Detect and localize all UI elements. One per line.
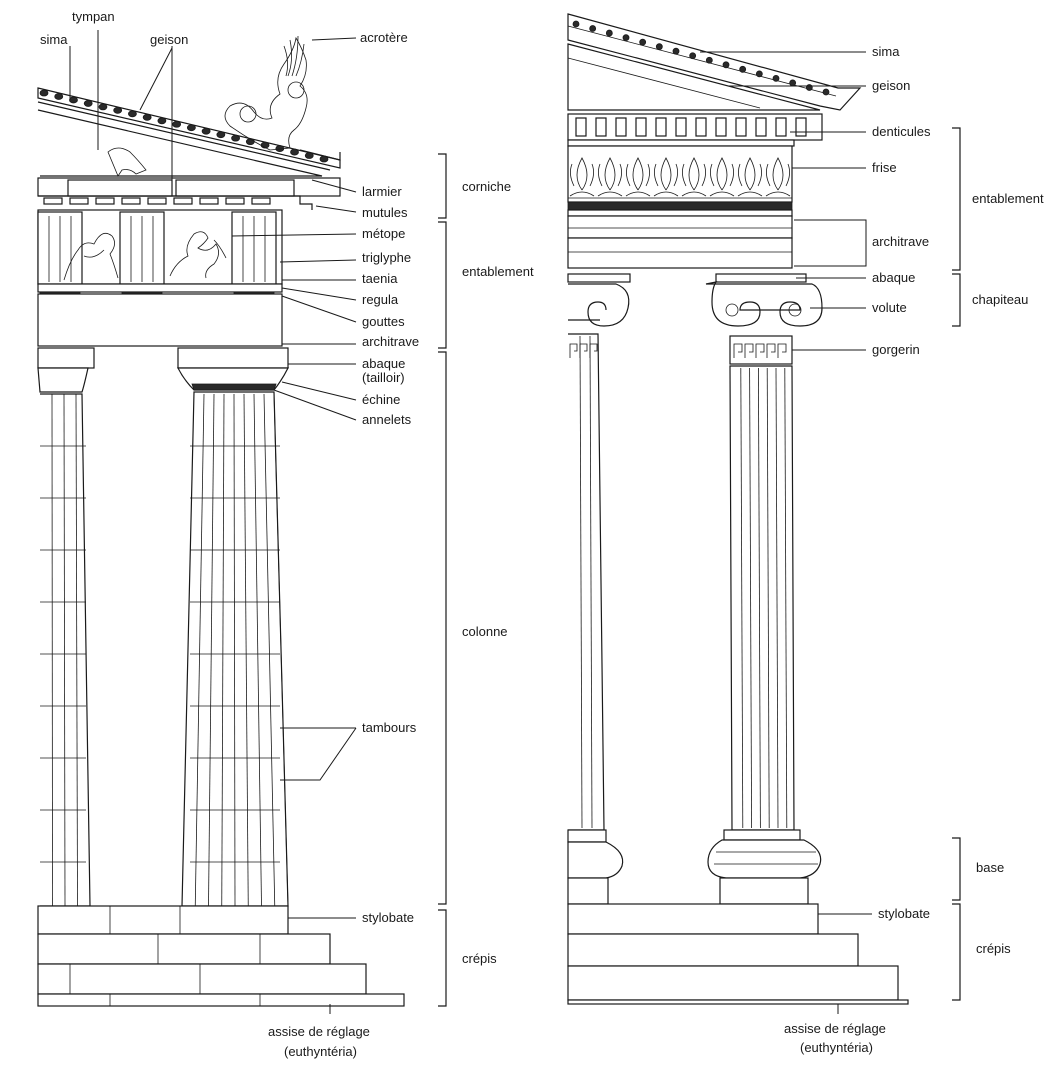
label-annelets: annelets xyxy=(362,412,412,427)
label-tympan: tympan xyxy=(72,9,115,24)
label-tailloir: (tailloir) xyxy=(362,370,405,385)
group-crepis-ionic: crépis xyxy=(976,941,1011,956)
label-abaque-doric: abaque xyxy=(362,356,405,371)
group-entablement-doric: entablement xyxy=(462,264,534,279)
group-crepis-doric: crépis xyxy=(462,951,497,966)
label-euthynteria-ionic: (euthyntéria) xyxy=(800,1040,873,1055)
label-tambours: tambours xyxy=(362,720,417,735)
label-sima-doric: sima xyxy=(40,32,68,47)
label-assise-doric: assise de réglage xyxy=(268,1024,370,1039)
label-gorgerin: gorgerin xyxy=(872,342,920,357)
doric-crepidoma xyxy=(37,905,405,1007)
ionic-frieze xyxy=(567,145,793,217)
label-architrave-ionic: architrave xyxy=(872,234,929,249)
acroterion-ornament xyxy=(224,36,308,151)
label-sima-ionic: sima xyxy=(872,44,900,59)
ionic-leader-lines xyxy=(700,51,872,1014)
label-mutules: mutules xyxy=(362,205,408,220)
label-frise: frise xyxy=(872,160,897,175)
label-metope: métope xyxy=(362,226,405,241)
label-triglyphe: triglyphe xyxy=(362,250,411,265)
label-gouttes: gouttes xyxy=(362,314,405,329)
label-abaque-ionic: abaque xyxy=(872,270,915,285)
ionic-crepidoma xyxy=(567,903,909,1005)
label-acrotere: acrotère xyxy=(360,30,408,45)
label-stylobate-doric: stylobate xyxy=(362,910,414,925)
doric-cornice xyxy=(37,177,341,210)
label-denticules: denticules xyxy=(872,124,931,139)
label-taenia: taenia xyxy=(362,271,398,286)
label-echine: échine xyxy=(362,392,400,407)
doric-pediment xyxy=(37,35,341,177)
doric-labels: tympan sima geison acrotère larmier mutu… xyxy=(40,9,534,1059)
ionic-labels: sima geison denticules frise architrave … xyxy=(784,44,1044,1055)
doric-brackets xyxy=(438,153,447,1007)
group-entablement-ionic: entablement xyxy=(972,191,1044,206)
group-colonne: colonne xyxy=(462,624,508,639)
label-stylobate-ionic: stylobate xyxy=(878,906,930,921)
label-assise-ionic: assise de réglage xyxy=(784,1021,886,1036)
ionic-pediment xyxy=(567,13,862,111)
label-larmier: larmier xyxy=(362,184,402,199)
doric-right-column xyxy=(177,347,289,907)
label-euthynteria-doric: (euthyntéria) xyxy=(284,1044,357,1059)
ionic-left-column xyxy=(567,273,631,905)
doric-leader-lines xyxy=(69,30,357,1014)
ionic-brackets xyxy=(952,127,961,1001)
label-geison-ionic: geison xyxy=(872,78,910,93)
group-corniche: corniche xyxy=(462,179,511,194)
doric-frieze xyxy=(37,209,283,285)
group-chapiteau: chapiteau xyxy=(972,292,1028,307)
group-base: base xyxy=(976,860,1004,875)
label-regula: regula xyxy=(362,292,399,307)
doric-order-drawing xyxy=(37,30,447,1014)
ionic-dentils xyxy=(567,113,823,147)
label-volute: volute xyxy=(872,300,907,315)
ionic-order-drawing xyxy=(567,13,961,1014)
ionic-architrave xyxy=(567,215,793,269)
doric-left-column xyxy=(37,347,95,907)
ionic-right-column xyxy=(569,273,823,905)
doric-architrave xyxy=(37,293,283,347)
label-architrave-doric: architrave xyxy=(362,334,419,349)
label-geison-doric: geison xyxy=(150,32,188,47)
